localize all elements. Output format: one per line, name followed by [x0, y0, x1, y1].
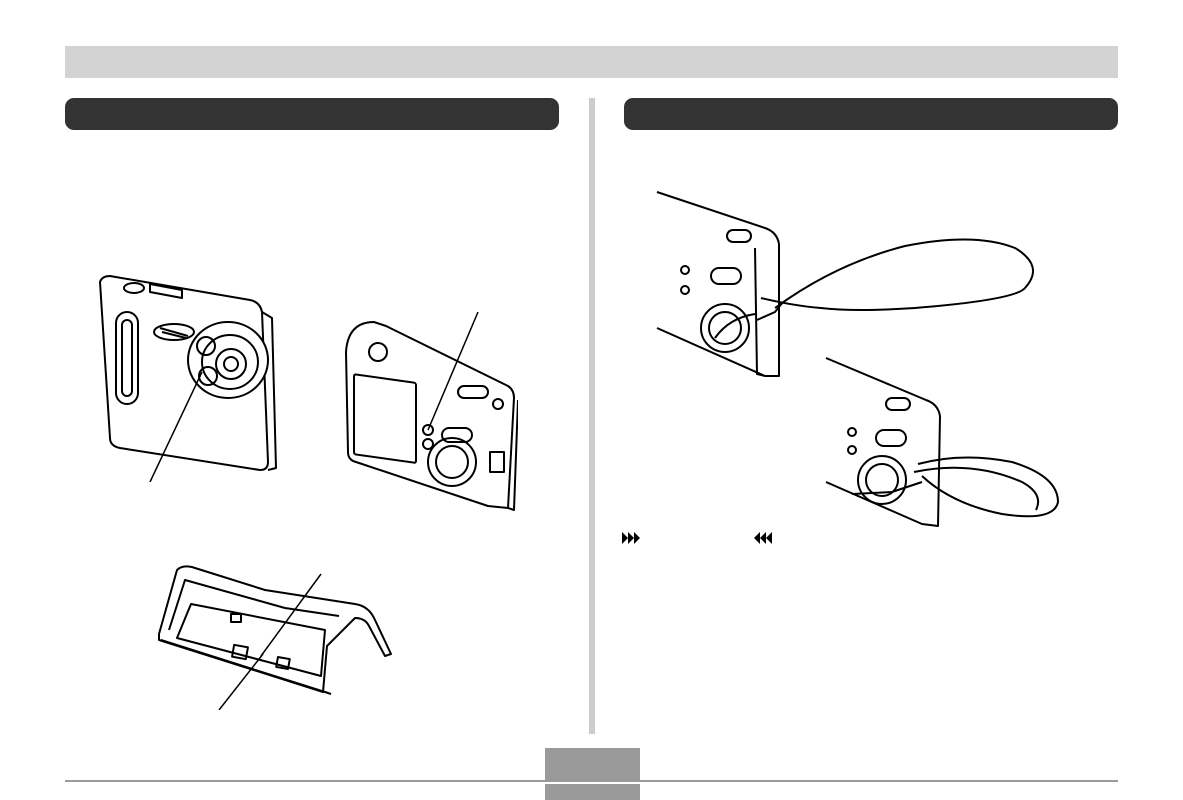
- strap-attach-step1-illustration: [656, 191, 1034, 377]
- strap-attach-step2-illustration: [825, 357, 1059, 527]
- note-markers: [622, 532, 772, 544]
- camera-back-illustration: [345, 312, 518, 511]
- page-number-tab-bottom: [545, 784, 640, 800]
- cradle-illustration: [158, 565, 392, 710]
- page-number: [545, 748, 640, 782]
- right-section-title-bar: [624, 98, 1118, 130]
- note-close-marker-icon: [754, 532, 772, 544]
- column-divider: [589, 98, 595, 734]
- header-band: [65, 46, 1118, 78]
- note-open-marker-icon: [622, 532, 640, 544]
- page-number-tab: [545, 748, 640, 782]
- camera-front-illustration: [99, 275, 277, 482]
- left-section-title-bar: [65, 98, 559, 130]
